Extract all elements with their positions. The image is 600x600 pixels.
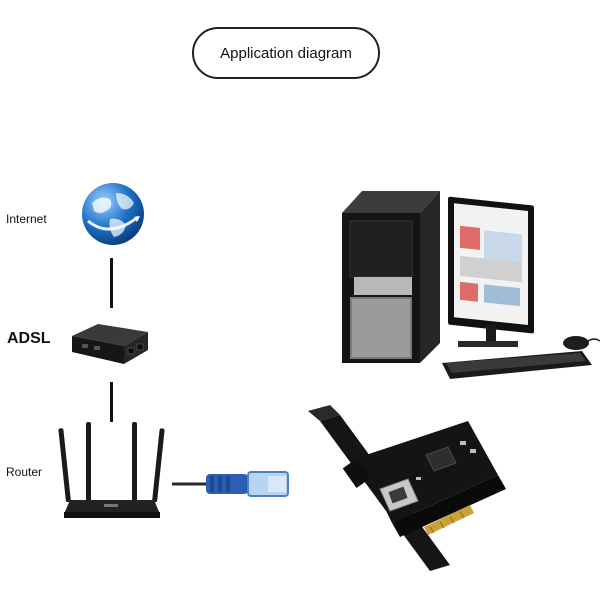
adsl-modem-icon [72,324,148,364]
ethernet-cable-icon [172,471,289,497]
adsl-router-connector [110,382,113,422]
adsl-label: ADSL [7,330,51,347]
router-icon [58,422,165,518]
globe-icon [82,183,144,245]
pcie-network-card-icon [308,405,506,571]
router-label: Router [6,465,43,479]
diagram-title: Application diagram [192,27,380,79]
diagram-title-text: Application diagram [220,44,352,62]
internet-adsl-connector [110,258,113,308]
desktop-computer-icon [342,191,600,379]
internet-label: Internet [6,212,47,226]
